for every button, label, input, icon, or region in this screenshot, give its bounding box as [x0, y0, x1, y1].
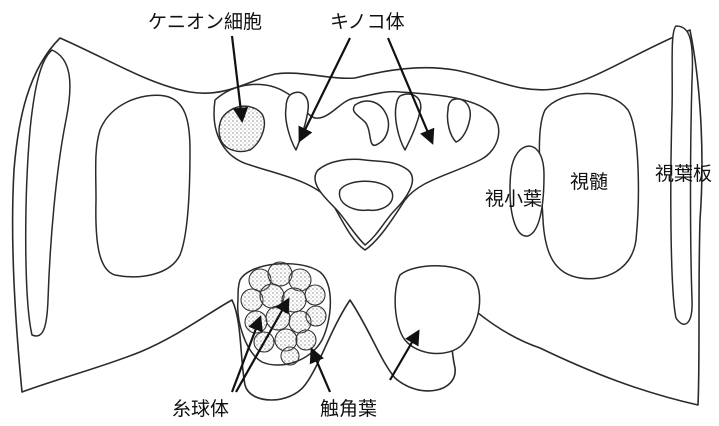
medulla-left	[96, 95, 190, 277]
label-lamina: 視葉板	[655, 163, 712, 185]
label-antennal-lobe: 触角葉	[320, 398, 377, 420]
label-mushroom-body: キノコ体	[330, 11, 405, 33]
label-medulla: 視髄	[570, 171, 608, 193]
label-lobula: 視小葉	[485, 188, 542, 210]
antennal-lobe-right	[395, 266, 480, 354]
lamina-left	[26, 50, 70, 336]
central-body-inner	[339, 181, 392, 210]
label-glomeruli: 糸球体	[172, 398, 229, 420]
label-kenyon-cell: ケニオン細胞	[148, 11, 262, 33]
